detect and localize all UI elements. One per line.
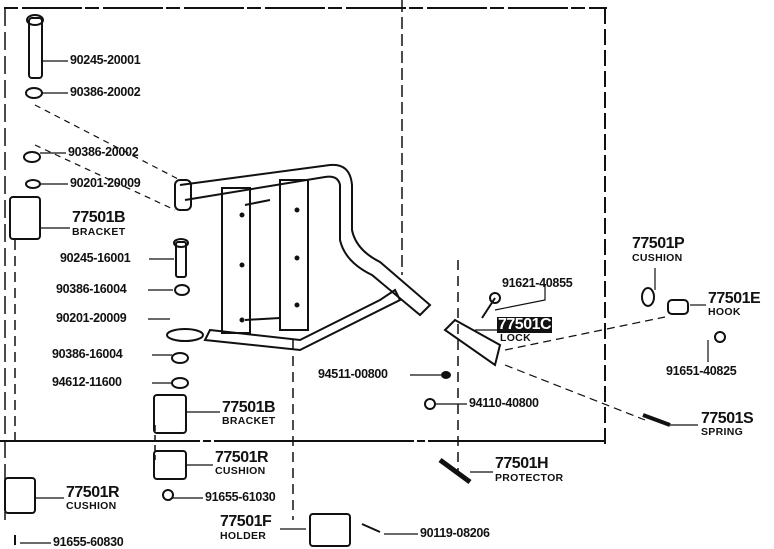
- label-lock: LOCK: [500, 332, 531, 344]
- label-90201-20009-a: 90201-20009: [70, 176, 141, 190]
- label-77501b-upper: 77501B: [72, 209, 126, 226]
- label-94511-00800: 94511-00800: [318, 367, 388, 381]
- label-bracket-upper: BRACKET: [72, 226, 126, 238]
- label-holder: HOLDER: [220, 530, 267, 542]
- frame-lines: [0, 0, 666, 520]
- label-91651-40825: 91651-40825: [666, 364, 737, 378]
- label-77501r-left: 77501R: [66, 484, 120, 501]
- label-94612-11600: 94612-11600: [52, 375, 122, 389]
- label-hook: HOOK: [708, 306, 741, 318]
- label-90201-20009-b: 90201-20009: [56, 311, 127, 325]
- label-90386-20002-b: 90386-20002: [68, 145, 139, 159]
- label-cushion-hook: CUSHION: [632, 252, 683, 264]
- label-77501p: 77501P: [632, 235, 685, 252]
- label-91655-61030: 91655-61030: [205, 490, 276, 504]
- label-cushion-mid: CUSHION: [215, 465, 266, 477]
- part-shapes: [4, 14, 726, 547]
- label-90386-16004-a: 90386-16004: [56, 282, 127, 296]
- label-77501c: 77501C: [497, 316, 553, 333]
- label-protector: PROTECTOR: [495, 472, 564, 484]
- label-77501h: 77501H: [495, 455, 549, 472]
- label-90245-20001: 90245-20001: [70, 53, 141, 67]
- label-94110-40800: 94110-40800: [469, 396, 539, 410]
- label-cushion-left: CUSHION: [66, 500, 117, 512]
- label-77501f: 77501F: [220, 513, 272, 530]
- label-77501s: 77501S: [701, 410, 754, 427]
- label-91621-40855: 91621-40855: [502, 276, 573, 290]
- label-spring: SPRING: [701, 426, 744, 438]
- label-90386-16004-b: 90386-16004: [52, 347, 123, 361]
- label-90119-08206: 90119-08206: [420, 526, 490, 540]
- label-90386-20002-a: 90386-20002: [70, 85, 141, 99]
- label-91655-60830: 91655-60830: [53, 535, 124, 549]
- label-bracket-lower: BRACKET: [222, 415, 276, 427]
- label-90245-16001: 90245-16001: [60, 251, 131, 265]
- carrier-frame-icon: [166, 163, 432, 352]
- label-77501b-lower: 77501B: [222, 399, 276, 416]
- label-77501r-mid: 77501R: [215, 449, 269, 466]
- label-77501e: 77501E: [708, 290, 761, 307]
